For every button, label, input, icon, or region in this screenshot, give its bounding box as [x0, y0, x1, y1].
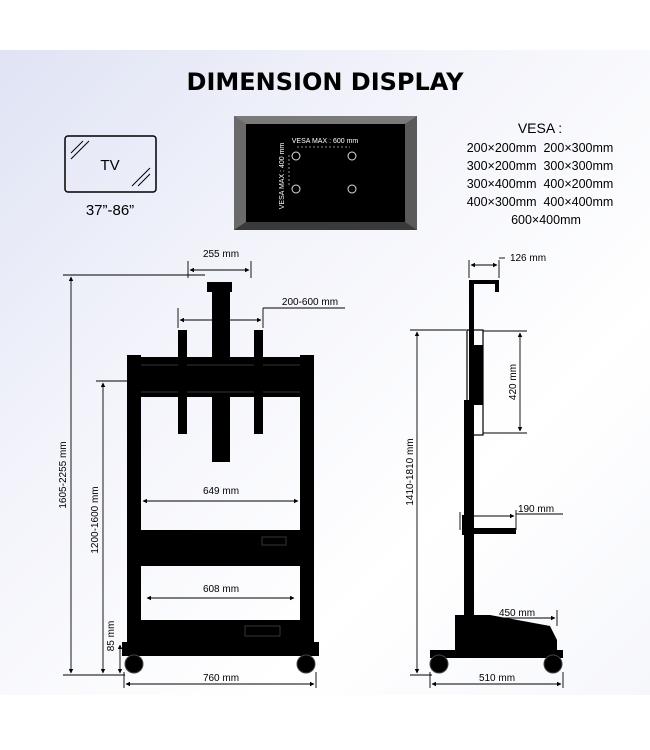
tv-size-range: 37”-86”: [86, 202, 134, 219]
vesa-plate: [234, 116, 417, 230]
vesa-row-2: 300×200mm 300×300mm: [467, 159, 614, 173]
front-shelf-width-label: 649 mm: [203, 486, 239, 497]
front-view-stand: [122, 282, 319, 674]
side-view-stand: [429, 280, 563, 674]
vesa-hole-icon: [291, 184, 301, 194]
side-cabinet-depth-label: 450 mm: [499, 608, 535, 619]
vesa-row-4: 400×300mm 400×400mm: [467, 195, 614, 209]
front-base-height-label: 85 mm: [106, 621, 117, 652]
vesa-row-3: 300×400mm 400×200mm: [467, 177, 614, 191]
front-lower-width-label: 608 mm: [203, 584, 239, 595]
front-dimension-lines: [63, 261, 345, 688]
side-dimension-lines: [410, 257, 564, 688]
vesa-max-vertical: VESA MAX : 400 mm: [279, 143, 286, 210]
side-total-height-label: 1410-1810 mm: [405, 438, 416, 505]
front-top-width-label: 255 mm: [203, 249, 239, 260]
front-beam-height-label: 1200-1600 mm: [90, 486, 101, 553]
side-base-depth-label: 510 mm: [479, 673, 515, 684]
vesa-row-5: 600×400mm: [511, 213, 581, 227]
vesa-hole-icon: [347, 151, 357, 161]
vesa-max-horizontal: VESA MAX : 600 mm: [292, 138, 359, 145]
front-total-height-label: 1605-2255 mm: [58, 441, 69, 508]
vesa-hole-icon: [291, 151, 301, 161]
side-shelf-depth-label: 190 mm: [518, 504, 554, 515]
vesa-row-1: 200×200mm 200×300mm: [467, 141, 614, 155]
tv-icon: [64, 135, 157, 193]
front-arm-range-label: 200-600 mm: [282, 297, 338, 308]
side-bracket-height-label: 420 mm: [508, 364, 519, 400]
vesa-hole-icon: [347, 184, 357, 194]
page-title: DIMENSION DISPLAY: [187, 68, 465, 96]
side-top-depth-label: 126 mm: [510, 253, 546, 264]
vesa-heading: VESA :: [518, 120, 562, 136]
front-base-width-label: 760 mm: [203, 673, 239, 684]
tv-label: TV: [100, 157, 119, 174]
